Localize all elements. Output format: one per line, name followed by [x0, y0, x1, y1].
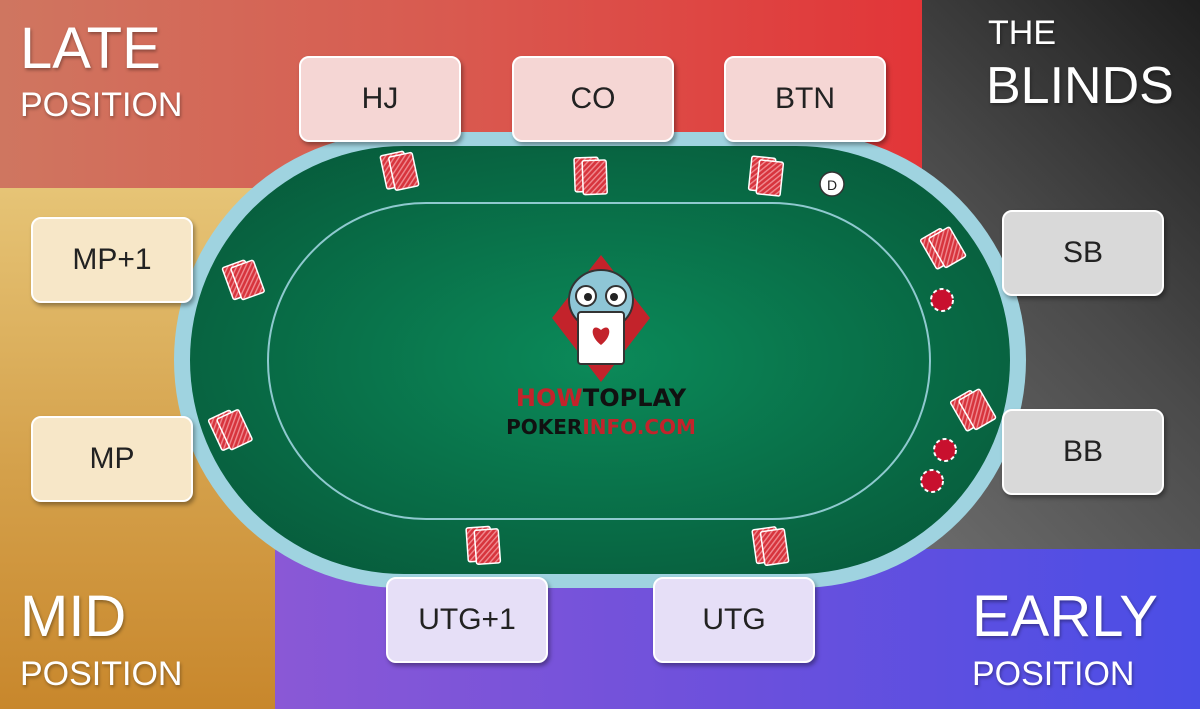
early-title: EARLY [972, 584, 1158, 649]
blinds-title: BLINDS [986, 57, 1174, 115]
seat-bb[interactable]: BB [1002, 409, 1164, 495]
chip-bb-1 [933, 438, 957, 462]
logo-line1: HOWTOPLAY [516, 384, 687, 412]
cards-hj [379, 148, 420, 193]
mid-title: MID [20, 584, 127, 649]
cards-btn [747, 155, 785, 197]
dealer-button-label: D [827, 177, 837, 193]
cards-utg1 [465, 525, 502, 566]
blinds-title-top: THE [988, 14, 1056, 52]
early-subtitle: POSITION [972, 655, 1135, 693]
logo-line2: POKERINFO.COM [506, 415, 696, 439]
cards-utg [751, 524, 790, 568]
mid-subtitle: POSITION [20, 655, 183, 693]
seat-co[interactable]: CO [512, 56, 674, 142]
cards-co [573, 156, 609, 196]
seat-mp1[interactable]: MP+1 [31, 217, 193, 303]
seat-btn[interactable]: BTN [724, 56, 886, 142]
chip-bb-2 [920, 469, 944, 493]
chip-sb [930, 288, 954, 312]
seat-mp[interactable]: MP [31, 416, 193, 502]
betting-line [267, 202, 931, 520]
seat-hj[interactable]: HJ [299, 56, 461, 142]
late-subtitle: POSITION [20, 86, 183, 124]
seat-utg1[interactable]: UTG+1 [386, 577, 548, 663]
dealer-button [819, 171, 845, 197]
seat-sb[interactable]: SB [1002, 210, 1164, 296]
late-title: LATE [20, 16, 161, 81]
seat-utg[interactable]: UTG [653, 577, 815, 663]
logo-owl-icon [552, 255, 650, 382]
